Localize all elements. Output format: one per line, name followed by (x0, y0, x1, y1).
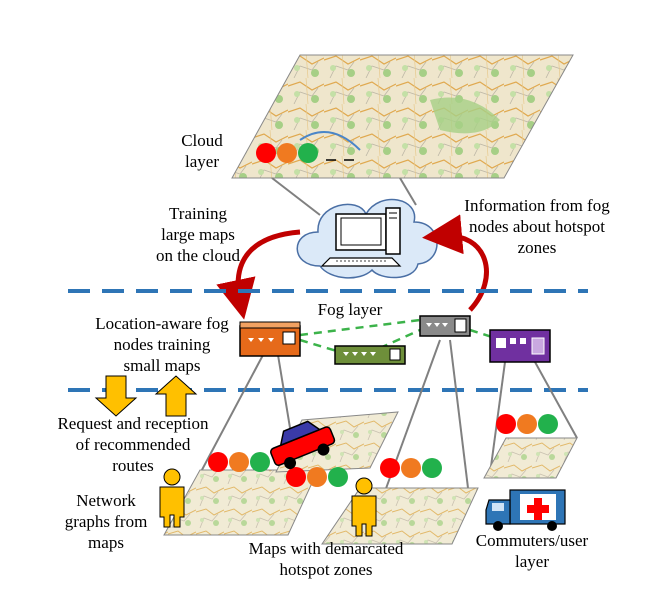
request-reception-label: Request and reception of recommended rou… (57, 414, 209, 475)
ambulance-icon (485, 489, 566, 531)
training-arrow (216, 229, 301, 320)
cloud-layer-label: Cloud layer (181, 131, 223, 171)
maps-demarcated-label: Maps with demarcated hotspot zones (248, 539, 404, 579)
router-icon (334, 345, 406, 365)
traffic-light-icon (208, 452, 270, 472)
cloud-map (231, 54, 574, 179)
person-icon (351, 477, 377, 537)
commuters-label: Commuters/user layer (475, 531, 589, 571)
traffic-light-icon (496, 414, 558, 434)
up-arrow-icon (154, 375, 198, 417)
location-aware-label: Location-aware fog nodes training small … (95, 314, 229, 375)
router-icon (239, 321, 301, 357)
traffic-light-icon (286, 467, 348, 487)
map-icon (483, 437, 578, 479)
router-icon (419, 315, 471, 337)
fog-links (299, 318, 493, 354)
computer-icon (320, 207, 402, 267)
person-icon (159, 468, 185, 528)
network-graphs-label: Network graphs from maps (64, 491, 148, 552)
map-icon (321, 487, 479, 545)
information-arrow (422, 214, 489, 312)
fog-layer-label: Fog layer (317, 300, 383, 319)
router-icon (489, 329, 551, 363)
car-icon (270, 420, 336, 470)
traffic-light-icon (380, 458, 442, 478)
traffic-light-icon (256, 143, 318, 163)
down-arrow-icon (94, 375, 138, 417)
information-from-fog-label: Information from fog nodes about hotspot… (464, 196, 610, 257)
training-large-maps-label: Training large maps on the cloud (155, 204, 241, 265)
